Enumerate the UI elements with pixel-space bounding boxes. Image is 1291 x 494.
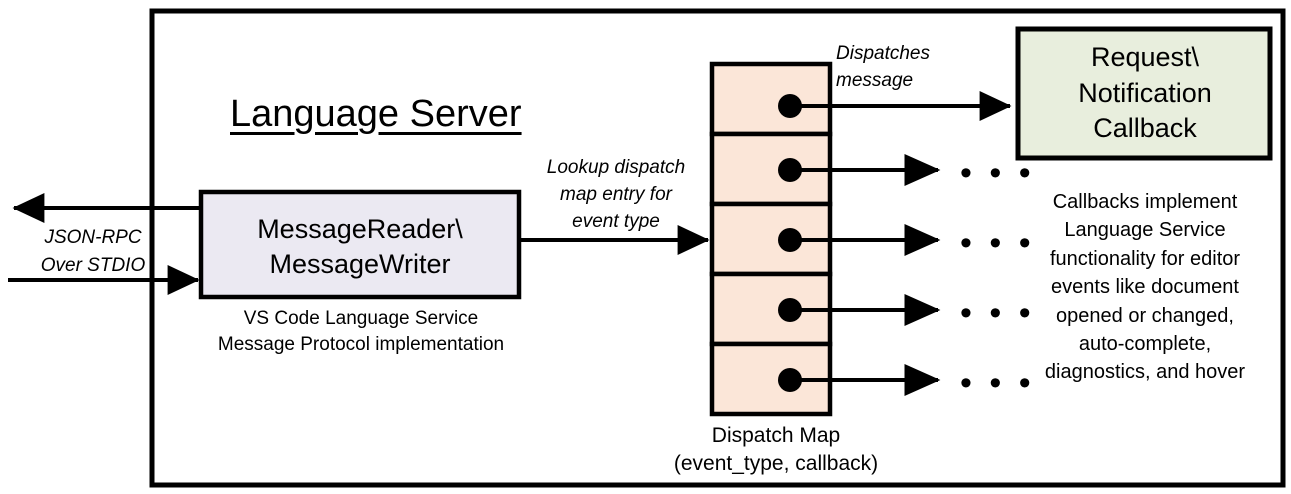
dispatch-row-1-dot: [778, 94, 802, 118]
ellipsis-row-4: • • •: [960, 294, 1035, 332]
message-reader-writer-box: [198, 189, 522, 300]
dispatch-map-cell-1: [709, 61, 833, 137]
ellipsis-row-5: • • •: [960, 364, 1035, 402]
request-notification-callback-box: [1015, 26, 1273, 161]
dispatch-row-4-dot: [778, 298, 802, 322]
dispatch-row-5-dot: [778, 368, 802, 392]
ellipsis-row-3: • • •: [960, 224, 1035, 262]
dispatch-row-3-dot: [778, 228, 802, 252]
dispatch-row-2-dot: [778, 158, 802, 182]
ellipsis-row-2: • • •: [960, 154, 1035, 192]
language-server-frame: [149, 8, 1286, 488]
